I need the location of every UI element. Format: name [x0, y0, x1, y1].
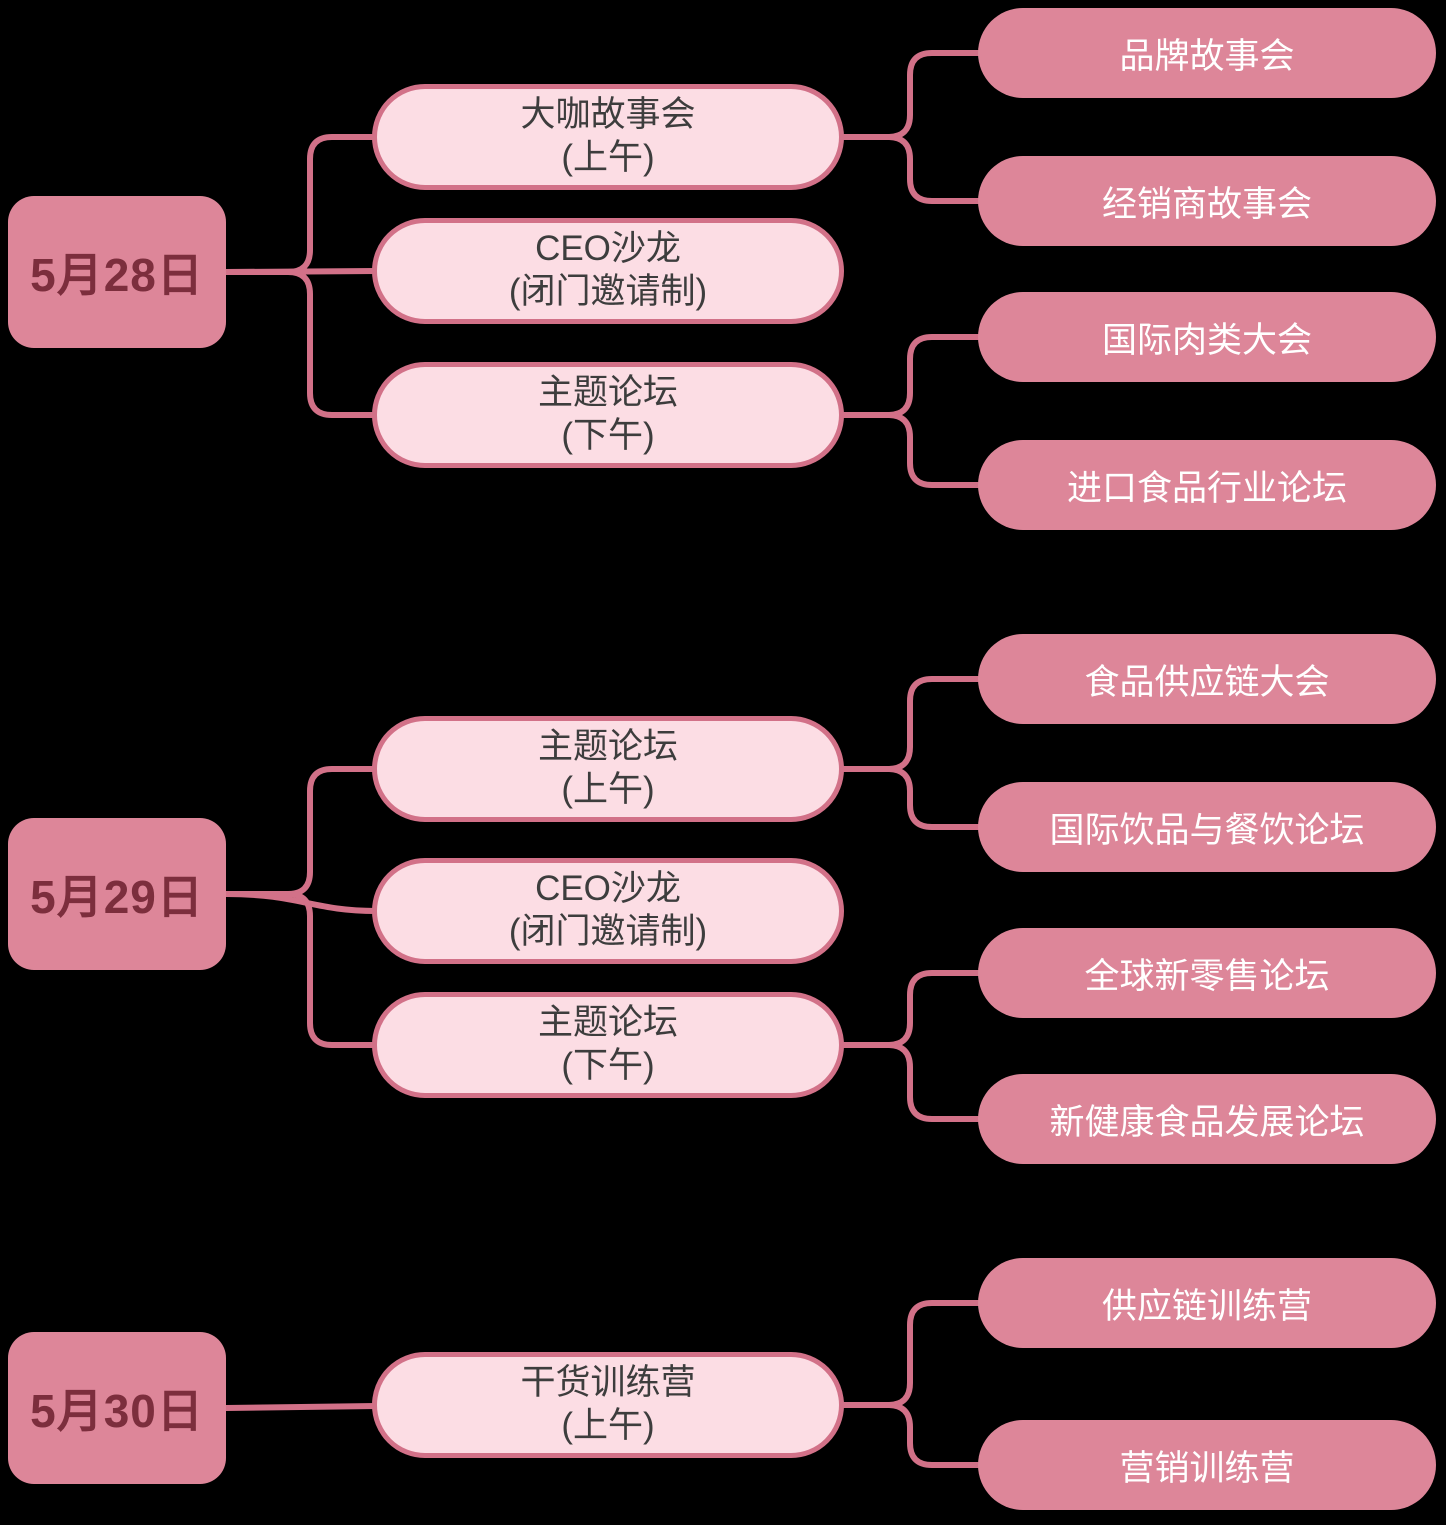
event-node: 营销训练营: [978, 1420, 1436, 1510]
connector: [223, 1403, 379, 1411]
session-subtitle: (闭门邀请制): [508, 912, 708, 951]
session-title: 大咖故事会: [520, 95, 696, 135]
connector: [837, 676, 985, 772]
event-node: 进口食品行业论坛: [978, 440, 1436, 530]
connector: [223, 891, 379, 1048]
session-node: 主题论坛 (下午): [372, 362, 844, 468]
session-title: CEO沙龙: [535, 869, 681, 909]
session-subtitle: (上午): [561, 138, 655, 177]
session-subtitle: (上午): [561, 1406, 655, 1445]
session-title: 主题论坛: [537, 727, 678, 767]
date-node: 5月30日: [8, 1332, 226, 1484]
connector: [223, 269, 379, 418]
session-node: CEO沙龙 (闭门邀请制): [372, 858, 844, 964]
session-node: 大咖故事会 (上午): [372, 84, 844, 190]
connector: [837, 970, 985, 1048]
event-node: 全球新零售论坛: [978, 928, 1436, 1018]
event-node: 国际肉类大会: [978, 292, 1436, 382]
session-node: 干货训练营 (上午): [372, 1352, 844, 1458]
event-node: 食品供应链大会: [978, 634, 1436, 724]
date-node: 5月28日: [8, 196, 226, 348]
session-title: 主题论坛: [537, 373, 678, 413]
connector: [837, 1042, 985, 1122]
connector: [223, 766, 379, 897]
session-subtitle: (闭门邀请制): [508, 272, 708, 311]
connector: [837, 1300, 985, 1408]
event-node: 新健康食品发展论坛: [978, 1074, 1436, 1164]
event-node: 经销商故事会: [978, 156, 1436, 246]
session-title: 干货训练营: [520, 1363, 696, 1403]
event-node: 国际饮品与餐饮论坛: [978, 782, 1436, 872]
session-node: CEO沙龙 (闭门邀请制): [372, 218, 844, 324]
session-node: 主题论坛 (上午): [372, 716, 844, 822]
connector: [837, 334, 985, 418]
event-node: 品牌故事会: [978, 8, 1436, 98]
session-subtitle: (上午): [561, 770, 655, 809]
connector: [837, 134, 985, 204]
date-node: 5月29日: [8, 818, 226, 970]
session-node: 主题论坛 (下午): [372, 992, 844, 1098]
connector: [837, 50, 985, 140]
connector: [837, 412, 985, 488]
session-subtitle: (下午): [561, 1046, 655, 1085]
connector: [837, 766, 985, 830]
connector: [837, 1402, 985, 1468]
event-node: 供应链训练营: [978, 1258, 1436, 1348]
session-title: 主题论坛: [537, 1003, 678, 1043]
session-subtitle: (下午): [561, 416, 655, 455]
session-title: CEO沙龙: [535, 229, 681, 269]
connector: [223, 134, 379, 275]
